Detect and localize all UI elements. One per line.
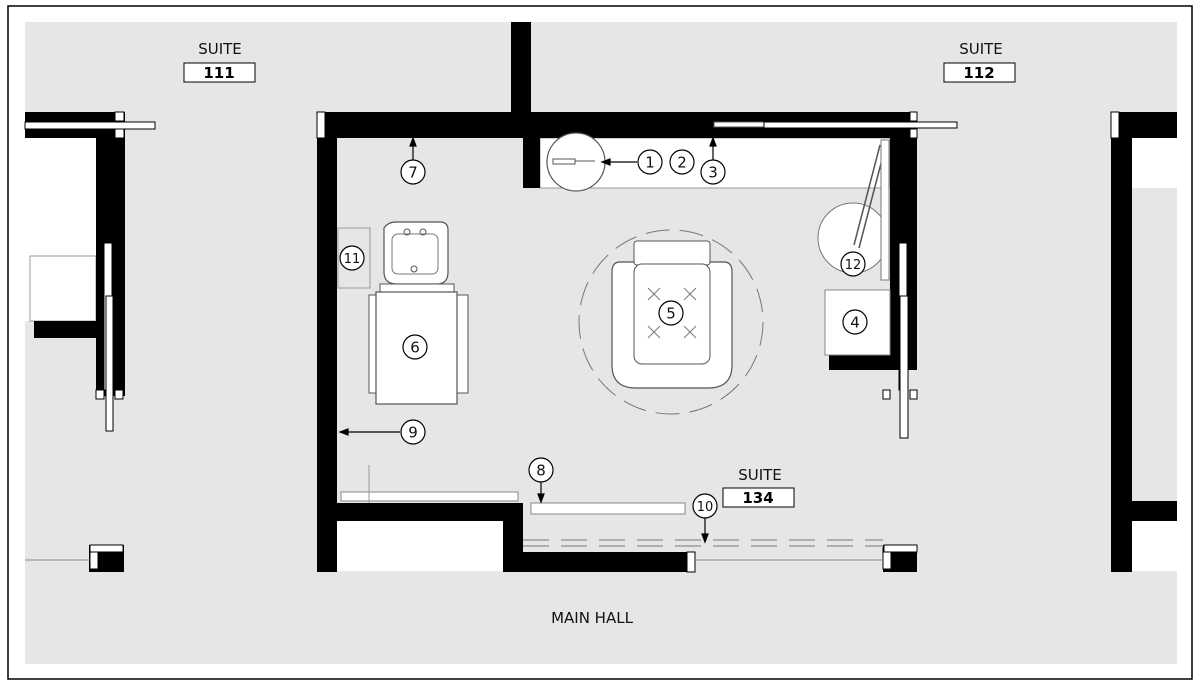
callout-10[interactable]: 10 [692, 493, 718, 519]
main-hall-label: MAIN HALL [551, 609, 634, 627]
suite-112-number: 112 [963, 64, 994, 82]
suite-134-title: SUITE [738, 466, 782, 484]
suite-right-room [1110, 111, 1177, 572]
callout-2-label: 2 [677, 154, 687, 172]
callout-8[interactable]: 8 [528, 457, 554, 483]
callout-11[interactable]: 11 [339, 245, 365, 271]
sink [546, 132, 606, 192]
suite-112-label: SUITE 112 [943, 40, 1016, 83]
leader-lines [338, 136, 717, 544]
suite-111-label: SUITE 111 [183, 40, 256, 83]
shampoo-bowl [383, 221, 449, 285]
suite-134-number: 134 [742, 489, 773, 507]
callout-3[interactable]: 3 [700, 159, 726, 185]
callout-4-label: 4 [850, 314, 860, 332]
callout-7-label: 7 [408, 164, 418, 182]
callout-3-label: 3 [708, 164, 718, 182]
suite-111-number: 111 [203, 64, 234, 82]
callout-5[interactable]: 5 [658, 300, 684, 326]
suite-112-title: SUITE [959, 40, 1003, 58]
callout-2[interactable]: 2 [669, 149, 695, 175]
suite-111-title: SUITE [198, 40, 242, 58]
wall-left [317, 112, 337, 572]
wall-closet-top [337, 503, 523, 521]
display-shelf [530, 502, 686, 515]
wall-sink-stub [523, 138, 540, 188]
callout-8-label: 8 [536, 462, 546, 480]
wall-bottom [503, 552, 693, 572]
callout-9-label: 9 [408, 424, 418, 442]
callout-12[interactable]: 12 [840, 251, 866, 277]
wall-right-lower [829, 355, 890, 370]
callout-1-label: 1 [645, 154, 655, 172]
callout-7[interactable]: 7 [400, 159, 426, 185]
callout-4[interactable]: 4 [842, 309, 868, 335]
callout-9[interactable]: 9 [400, 419, 426, 445]
suite-111-room [24, 111, 156, 572]
callout-5-label: 5 [666, 305, 676, 323]
callout-6[interactable]: 6 [402, 334, 428, 360]
callout-10-label: 10 [697, 500, 714, 515]
wall-corridor-stub [511, 22, 531, 138]
callout-12-label: 12 [845, 258, 862, 273]
callout-6-label: 6 [410, 339, 420, 357]
dryer-station [817, 139, 890, 281]
suite-134-label: SUITE 134 [722, 466, 795, 508]
callout-1[interactable]: 1 [637, 149, 663, 175]
callout-11-label: 11 [344, 252, 361, 267]
